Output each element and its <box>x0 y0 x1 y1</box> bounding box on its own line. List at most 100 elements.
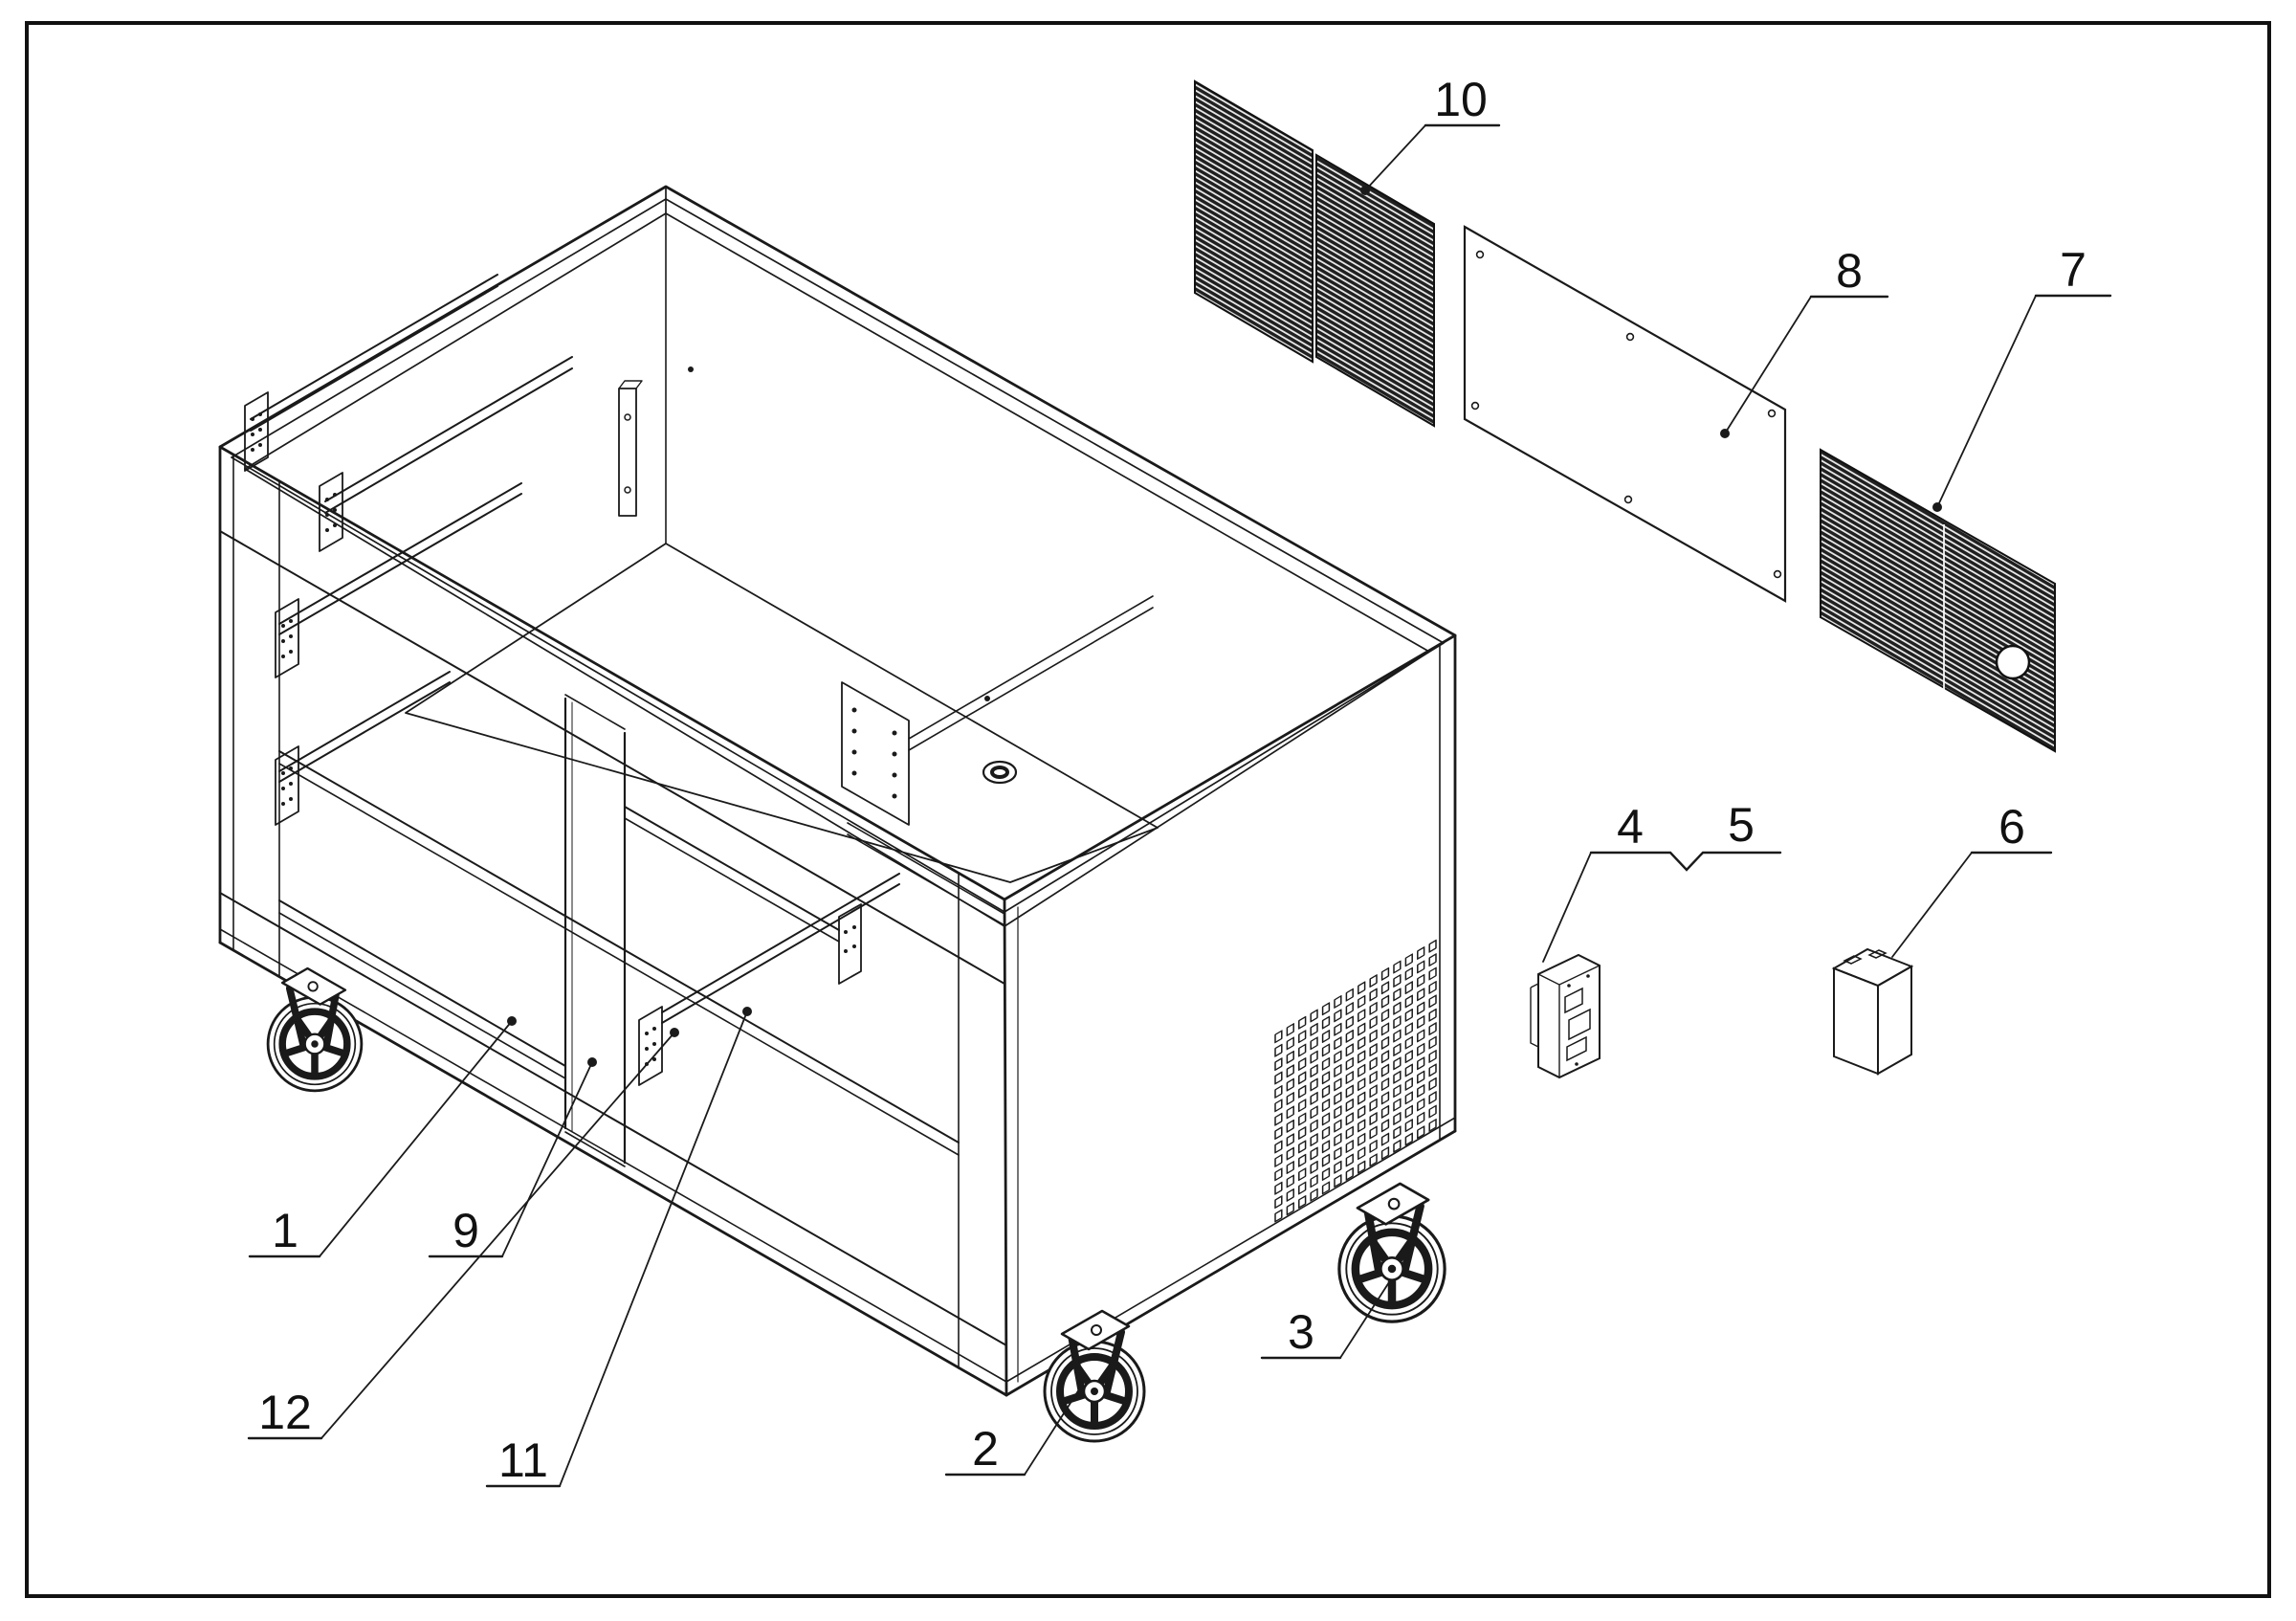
grille-panel-7 <box>1820 448 2056 753</box>
vent-hole <box>1274 1181 1283 1195</box>
vent-hole <box>1428 1008 1437 1022</box>
control-board-4-5 <box>1530 953 1601 1079</box>
vent-hole <box>1298 1181 1307 1195</box>
vent-hole <box>1310 1174 1318 1188</box>
vent-hole <box>1345 1153 1354 1167</box>
vent-hole <box>1286 1023 1294 1037</box>
vent-hole <box>1404 1035 1413 1050</box>
callout-7: 7 <box>1932 243 2112 512</box>
interior-floor <box>405 543 1159 883</box>
vent-hole <box>1428 953 1437 967</box>
vent-hole <box>1298 1030 1307 1044</box>
vent-hole <box>1417 960 1425 974</box>
vent-hole <box>1345 988 1354 1002</box>
callout-11-leader <box>559 1010 748 1487</box>
vent-hole <box>1310 1022 1318 1036</box>
vent-hole <box>1428 939 1437 953</box>
vent-hole <box>1334 1077 1342 1092</box>
vent-hole <box>1404 1132 1413 1146</box>
exploded-parts <box>1194 79 2056 1079</box>
vent-hole <box>1321 1030 1331 1043</box>
vent-hole <box>1286 1133 1294 1147</box>
vent-hole <box>1274 1209 1283 1223</box>
vent-hole <box>1334 1119 1342 1133</box>
callout-9-label: 9 <box>453 1204 479 1257</box>
caster-rear-left <box>268 968 362 1091</box>
callout-10-leader <box>1364 124 1426 191</box>
grille-hole <box>1995 644 2031 680</box>
callout-9-leader <box>501 1061 593 1257</box>
vent-hole <box>1393 1015 1402 1030</box>
vent-hole <box>1358 1009 1366 1023</box>
vent-hole <box>1286 1161 1294 1175</box>
vent-hole <box>1274 1043 1283 1057</box>
vent-hole <box>1310 1160 1318 1174</box>
vent-hole <box>1345 1043 1354 1057</box>
callout-7-label: 7 <box>2060 243 2086 297</box>
vent-hole <box>1345 1071 1354 1085</box>
vent-hole <box>1334 1160 1342 1174</box>
vent-hole <box>1310 1050 1318 1064</box>
vent-hole <box>1393 960 1402 974</box>
vent-hole <box>1286 1146 1294 1161</box>
vent-hole <box>1298 1043 1307 1057</box>
callout-1: 1 <box>248 1016 517 1258</box>
callout-7-leader <box>1936 295 2037 508</box>
callout-1-label: 1 <box>272 1204 298 1257</box>
vent-hole <box>1345 1056 1354 1071</box>
vent-hole <box>1369 1153 1378 1167</box>
vent-hole <box>1404 1022 1413 1036</box>
vent-hole <box>1369 1043 1378 1057</box>
callout-3-label: 3 <box>1288 1305 1314 1359</box>
callout-2-label: 2 <box>972 1422 999 1476</box>
border-frame <box>25 21 2271 1598</box>
vent-hole <box>1393 1001 1402 1015</box>
vent-hole <box>1404 1119 1413 1133</box>
vent-hole <box>1345 1166 1354 1181</box>
vent-hole <box>1380 966 1390 981</box>
callout-10-label: 10 <box>1434 73 1488 126</box>
callout-12: 12 <box>247 1028 679 1440</box>
vent-hole <box>1334 994 1342 1009</box>
vent-hole <box>1393 1084 1402 1099</box>
callout-8: 8 <box>1720 244 1889 438</box>
vent-hole <box>1274 1153 1283 1167</box>
vent-hole <box>1404 1008 1413 1022</box>
center-divider <box>563 694 627 1167</box>
vent-hole <box>1380 981 1390 995</box>
vent-hole <box>1321 1099 1331 1112</box>
vent-hole <box>1274 1057 1283 1072</box>
vent-hole <box>1369 1015 1378 1030</box>
callout-5-label: 5 <box>1728 798 1755 852</box>
vent-hole <box>1298 1167 1307 1182</box>
vent-hole <box>1345 1140 1354 1154</box>
vent-hole <box>1358 1160 1366 1174</box>
callout-4-5: 4 5 <box>1542 798 1782 963</box>
callout-12-leader <box>320 1032 675 1439</box>
callout-6: 6 <box>1891 800 2053 958</box>
vent-hole <box>1404 1050 1413 1064</box>
vent-hole <box>1298 1084 1307 1099</box>
vent-hole <box>1286 1188 1294 1202</box>
vent-hole <box>1321 1056 1331 1071</box>
callout-8-label: 8 <box>1836 244 1863 298</box>
vent-hole <box>1393 1139 1402 1153</box>
vent-hole <box>1345 1112 1354 1126</box>
vent-hole <box>1358 1132 1366 1146</box>
callout-4-label: 4 <box>1617 800 1644 854</box>
vent-hole <box>1380 1063 1390 1077</box>
vent-hole <box>1321 1125 1331 1140</box>
vent-hole <box>1369 1070 1378 1084</box>
opening-drawer-slides <box>275 482 900 1086</box>
vent-hole <box>1298 1140 1307 1154</box>
vent-hole <box>1369 1098 1378 1112</box>
callout-3: 3 <box>1260 1281 1390 1360</box>
vent-hole <box>1358 1077 1366 1092</box>
vent-hole <box>1428 1104 1437 1119</box>
vent-hole <box>1380 1035 1390 1050</box>
grille-panel-10b <box>1315 153 1435 428</box>
vent-hole <box>1369 974 1378 988</box>
vent-hole <box>1417 1015 1425 1029</box>
vent-hole <box>1345 1029 1354 1043</box>
